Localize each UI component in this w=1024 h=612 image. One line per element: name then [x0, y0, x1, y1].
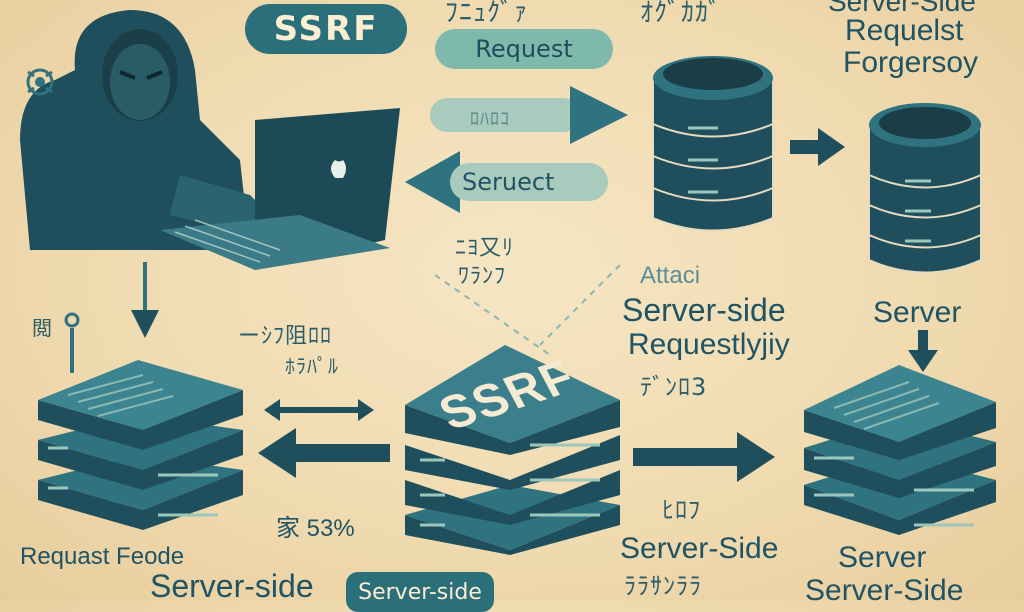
lock-icon [64, 312, 80, 373]
ssrf-server-stack [405, 345, 620, 555]
server-side-center-label: Server-Side [620, 532, 779, 565]
arrow-down-icon [908, 330, 938, 372]
center-glyphs-2: ﾜﾗﾝﾌ [458, 264, 507, 289]
left-glyphs-2: ﾎﾗﾊﾟﾙ [285, 354, 339, 378]
top-glyphs-b: ｵｸﾞｶｶﾞ [640, 0, 723, 28]
database-icon [868, 103, 982, 274]
server-bottom-right-label: Server [838, 541, 927, 574]
title-line-3: Forgersoy [843, 46, 979, 79]
server-side-title: Server-side [622, 292, 786, 328]
seruect-label: Seruect [462, 168, 555, 196]
attack-label: Attaci [640, 262, 701, 289]
database-icon [652, 56, 774, 232]
server-side-subtitle: Requestlyjiy [628, 328, 790, 361]
server-side-pill: Server-side [346, 572, 494, 612]
arrow-glyphs: ﾛﾊﾛｺ [470, 109, 510, 130]
arrow-down-icon [131, 262, 159, 338]
side-mark: 閲 [32, 316, 53, 340]
title-line-1: Server-Side [828, 0, 976, 17]
bottom-glyphs-1: ﾋﾛﾌ [662, 496, 701, 524]
left-glyphs-1: ーｼﾌ阻ﾛﾛ [238, 324, 333, 349]
top-glyphs-a: ﾌﾆｭｸﾞｧ [445, 0, 529, 28]
double-arrow-icon [264, 399, 374, 421]
server-label: Server [873, 296, 962, 329]
arrow-right-icon [633, 432, 775, 482]
server-side-bottom-right-label: Server-Side [805, 574, 964, 607]
server-stack-icon [38, 360, 243, 530]
arrow-right-icon [430, 86, 628, 144]
hacker-illustration [20, 10, 400, 270]
title-line-2: Requelst [845, 14, 964, 47]
arrow-left-icon [405, 151, 608, 213]
center-glyphs-1: ﾆﾖ又ﾘ [455, 236, 515, 261]
bottom-glyphs-2: ﾗﾗｻﾝﾗﾗ [624, 572, 702, 600]
arrow-right-small-icon [790, 128, 845, 166]
percent-label: 家 53% [276, 515, 355, 542]
shield-icon [26, 68, 54, 96]
server-side-left-label: Server-side [150, 568, 314, 604]
arrow-left-icon [258, 428, 390, 478]
server-side-glyphs: ﾃﾞﾝﾛ3 [640, 373, 708, 401]
request-pill: Request [435, 29, 613, 69]
request-feode-label: Requast Feode [20, 543, 185, 570]
server-stack-icon [804, 365, 996, 535]
ssrf-badge: SSRF [245, 4, 407, 54]
